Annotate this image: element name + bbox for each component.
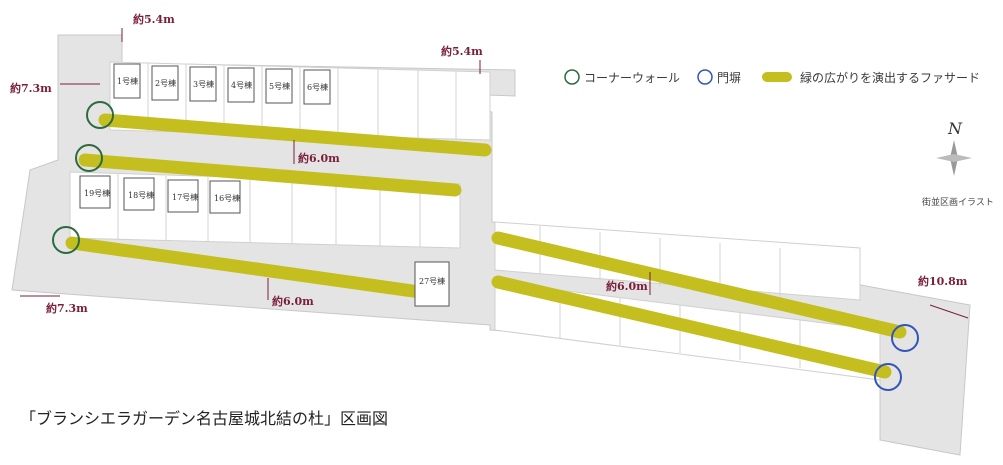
corner-wall-marker	[86, 101, 114, 129]
house-3	[189, 66, 217, 102]
dim-left-top: 約7.3m	[10, 81, 52, 95]
compass: N 街並区画イラスト	[922, 119, 994, 208]
house-19	[79, 175, 111, 209]
walls	[52, 101, 919, 391]
dim-line	[929, 304, 969, 319]
house-2	[151, 65, 179, 101]
lot-label-19: 19号棟	[84, 188, 110, 198]
facade-band	[65, 236, 427, 299]
house-4	[227, 67, 255, 103]
compass-caption: 街並区画イラスト	[922, 196, 994, 208]
dim-road-upper: 約6.0m	[298, 151, 340, 165]
dim-road-lower: 約6.0m	[272, 294, 314, 308]
lot-label-17: 17号棟	[172, 192, 198, 202]
legend-gate-wall: 門塀	[717, 71, 741, 85]
lot-label-3: 3号棟	[193, 79, 214, 89]
corner-wall-marker	[52, 226, 80, 254]
house-1	[113, 63, 141, 99]
dim-top-right: 約5.4m	[441, 44, 483, 58]
dimension-lines	[20, 28, 969, 319]
gate-wall-marker	[891, 324, 919, 352]
dim-left-bottom: 約7.3m	[46, 301, 88, 315]
gate-wall-marker	[874, 363, 902, 391]
lot-label-4: 4号棟	[231, 80, 252, 90]
lot-label-2: 2号棟	[155, 78, 176, 88]
corner-wall-marker	[75, 144, 103, 172]
facade-band	[78, 153, 462, 197]
legend: コーナーウォール 門塀 緑の広がりを演出するファサード	[564, 69, 980, 85]
lot-label-16: 16号棟	[214, 193, 240, 203]
north-label: N	[947, 119, 963, 138]
dim-road-right: 約6.0m	[606, 279, 648, 293]
dimensions: 約5.4m 約5.4m 約7.3m 約7.3m 約6.0m 約6.0m 約6.0…	[10, 12, 968, 315]
facade-band	[491, 275, 892, 379]
plan-caption: 「ブランシエラガーデン名古屋城北結の杜」区画図	[20, 409, 389, 428]
block-east	[494, 221, 861, 301]
lot-label-18: 18号棟	[128, 190, 154, 200]
dim-end-width: 約10.8m	[918, 274, 968, 288]
facade-band	[491, 231, 907, 339]
legend-green-facade: 緑の広がりを演出するファサード	[800, 70, 980, 85]
house-18	[123, 177, 155, 211]
facade-legend-swatch	[762, 72, 792, 82]
house-17	[167, 179, 199, 213]
corner-wall-legend-icon	[564, 69, 580, 85]
legend-corner-wall: コーナーウォール	[584, 71, 680, 85]
houses	[79, 63, 450, 307]
facade-band	[98, 113, 492, 157]
lot-label-27: 27号棟	[419, 276, 445, 286]
house-6	[303, 69, 331, 105]
lot-label-6: 6号棟	[307, 82, 328, 92]
dim-top-left: 約5.4m	[133, 12, 175, 26]
gate-wall-legend-icon	[697, 69, 713, 85]
lot-label-5: 5号棟	[269, 81, 290, 91]
house-27	[414, 261, 450, 307]
lot-label-1: 1号棟	[117, 76, 138, 86]
lot-numbers: 1号棟 2号棟 3号棟 4号棟 5号棟 6号棟 19号棟 18号棟 17号棟 1…	[84, 76, 445, 286]
house-16	[209, 180, 241, 214]
green-facades	[65, 113, 907, 379]
compass-rose-cross-icon	[936, 154, 972, 162]
house-5	[265, 68, 293, 104]
